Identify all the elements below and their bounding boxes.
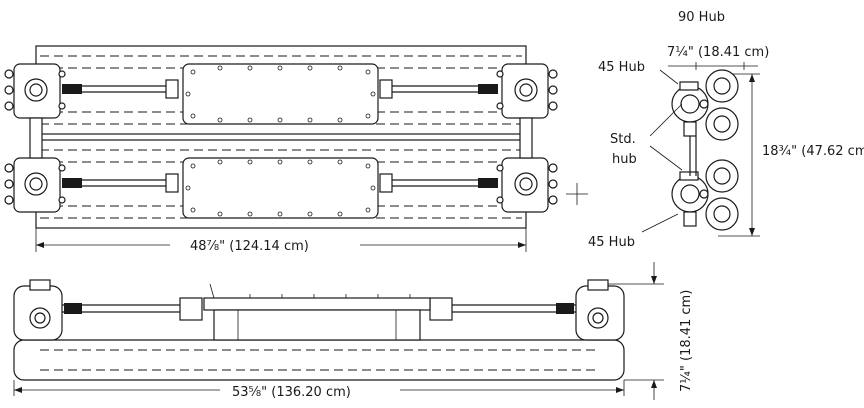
label-std-hub-line1: Std. (610, 132, 636, 147)
label-90-hub: 90 Hub (678, 10, 725, 25)
side-ballast (203, 283, 431, 341)
label-end-width: 7¼" (18.41 cm) (667, 45, 769, 60)
end-view-upper-cluster (671, 69, 739, 141)
end-cap-right-lower (496, 157, 558, 213)
side-end-cap-left (13, 279, 63, 341)
dimension-side-length (13, 380, 625, 396)
ballast-box-upper (182, 63, 379, 125)
dimension-side-height (608, 262, 664, 400)
top-view (4, 45, 558, 252)
ballast-box-lower (182, 157, 379, 219)
label-side-length: 53⅝" (136.20 cm) (232, 385, 351, 400)
label-top-length: 48⅞" (124.14 cm) (190, 239, 309, 254)
dimension-top-length (35, 228, 527, 252)
end-cap-right-upper (496, 63, 558, 119)
side-end-cap-right (575, 279, 625, 341)
label-std-hub-line2: hub (612, 152, 637, 167)
label-45-hub-top: 45 Hub (598, 60, 645, 75)
side-view (13, 262, 664, 400)
center-crosshair (566, 183, 588, 205)
end-view (641, 62, 760, 237)
label-side-height: 7¼" (18.41 cm) (679, 290, 694, 392)
label-end-height: 18¾" (47.62 cm) (762, 144, 864, 159)
end-cap-left-upper (4, 63, 66, 119)
label-45-hub-bottom: 45 Hub (588, 235, 635, 250)
end-cap-left-lower (4, 157, 66, 213)
end-view-lower-cluster (671, 159, 739, 231)
side-tube (13, 339, 625, 381)
